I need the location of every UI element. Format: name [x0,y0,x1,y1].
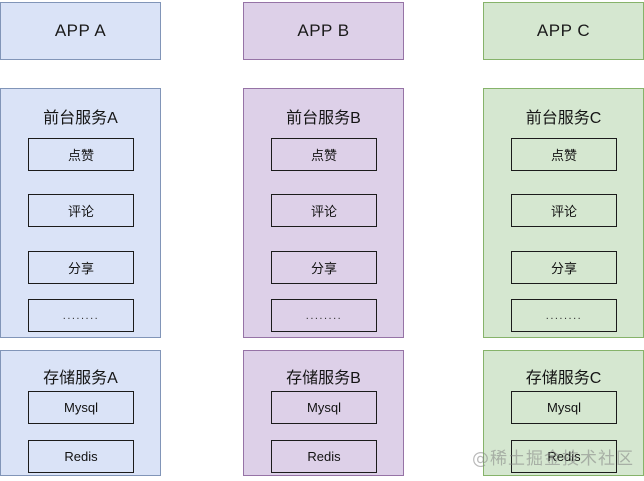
app-b-title: APP B [297,21,350,40]
app-a-storage-service-box[interactable]: 存储服务A Mysql Redis [0,350,161,476]
app-c-storage-service-box[interactable]: 存储服务C Mysql Redis [483,350,644,476]
app-a-storage-item-redis[interactable]: Redis [28,440,134,473]
app-c-storage-item-mysql[interactable]: Mysql [511,391,617,424]
app-a-header-box[interactable]: APP A [0,2,161,60]
app-c-frontend-service-title: 前台服务C [525,110,602,127]
app-a-service-item-more[interactable]: ........ [28,299,134,332]
app-c-storage-item-redis[interactable]: Redis [511,440,617,473]
app-c-service-item-share[interactable]: 分享 [511,251,617,284]
app-a-service-item-comment[interactable]: 评论 [28,194,134,227]
app-a-storage-item-mysql[interactable]: Mysql [28,391,134,424]
app-b-service-item-more[interactable]: ........ [271,299,377,332]
app-c-storage-service-title: 存储服务C [525,370,602,387]
column-app-b: APP B 前台服务B 点赞 评论 分享 ........ 存储服务B Mysq… [243,0,404,481]
app-b-frontend-service-box[interactable]: 前台服务B 点赞 评论 分享 ........ [243,88,404,338]
app-b-service-item-comment[interactable]: 评论 [271,194,377,227]
column-app-a: APP A 前台服务A 点赞 评论 分享 ........ 存储服务A Mysq… [0,0,161,481]
app-a-storage-service-title: 存储服务A [43,370,118,387]
app-a-frontend-service-box[interactable]: 前台服务A 点赞 评论 分享 ........ [0,88,161,338]
app-a-title: APP A [54,21,107,40]
app-a-service-item-share[interactable]: 分享 [28,251,134,284]
app-a-service-item-like[interactable]: 点赞 [28,138,134,171]
app-b-service-item-like[interactable]: 点赞 [271,138,377,171]
app-b-frontend-service-title: 前台服务B [286,110,361,127]
app-c-frontend-service-box[interactable]: 前台服务C 点赞 评论 分享 ........ [483,88,644,338]
app-b-storage-service-title: 存储服务B [286,370,361,387]
app-b-service-item-share[interactable]: 分享 [271,251,377,284]
app-c-service-item-more[interactable]: ........ [511,299,617,332]
app-c-service-item-comment[interactable]: 评论 [511,194,617,227]
app-c-header-box[interactable]: APP C [483,2,644,60]
app-b-storage-item-mysql[interactable]: Mysql [271,391,377,424]
app-b-header-box[interactable]: APP B [243,2,404,60]
app-c-service-item-like[interactable]: 点赞 [511,138,617,171]
app-a-frontend-service-title: 前台服务A [43,110,118,127]
app-b-storage-service-box[interactable]: 存储服务B Mysql Redis [243,350,404,476]
app-b-storage-item-redis[interactable]: Redis [271,440,377,473]
app-c-title: APP C [536,21,591,40]
column-app-c: APP C 前台服务C 点赞 评论 分享 ........ 存储服务C Mysq… [483,0,644,481]
